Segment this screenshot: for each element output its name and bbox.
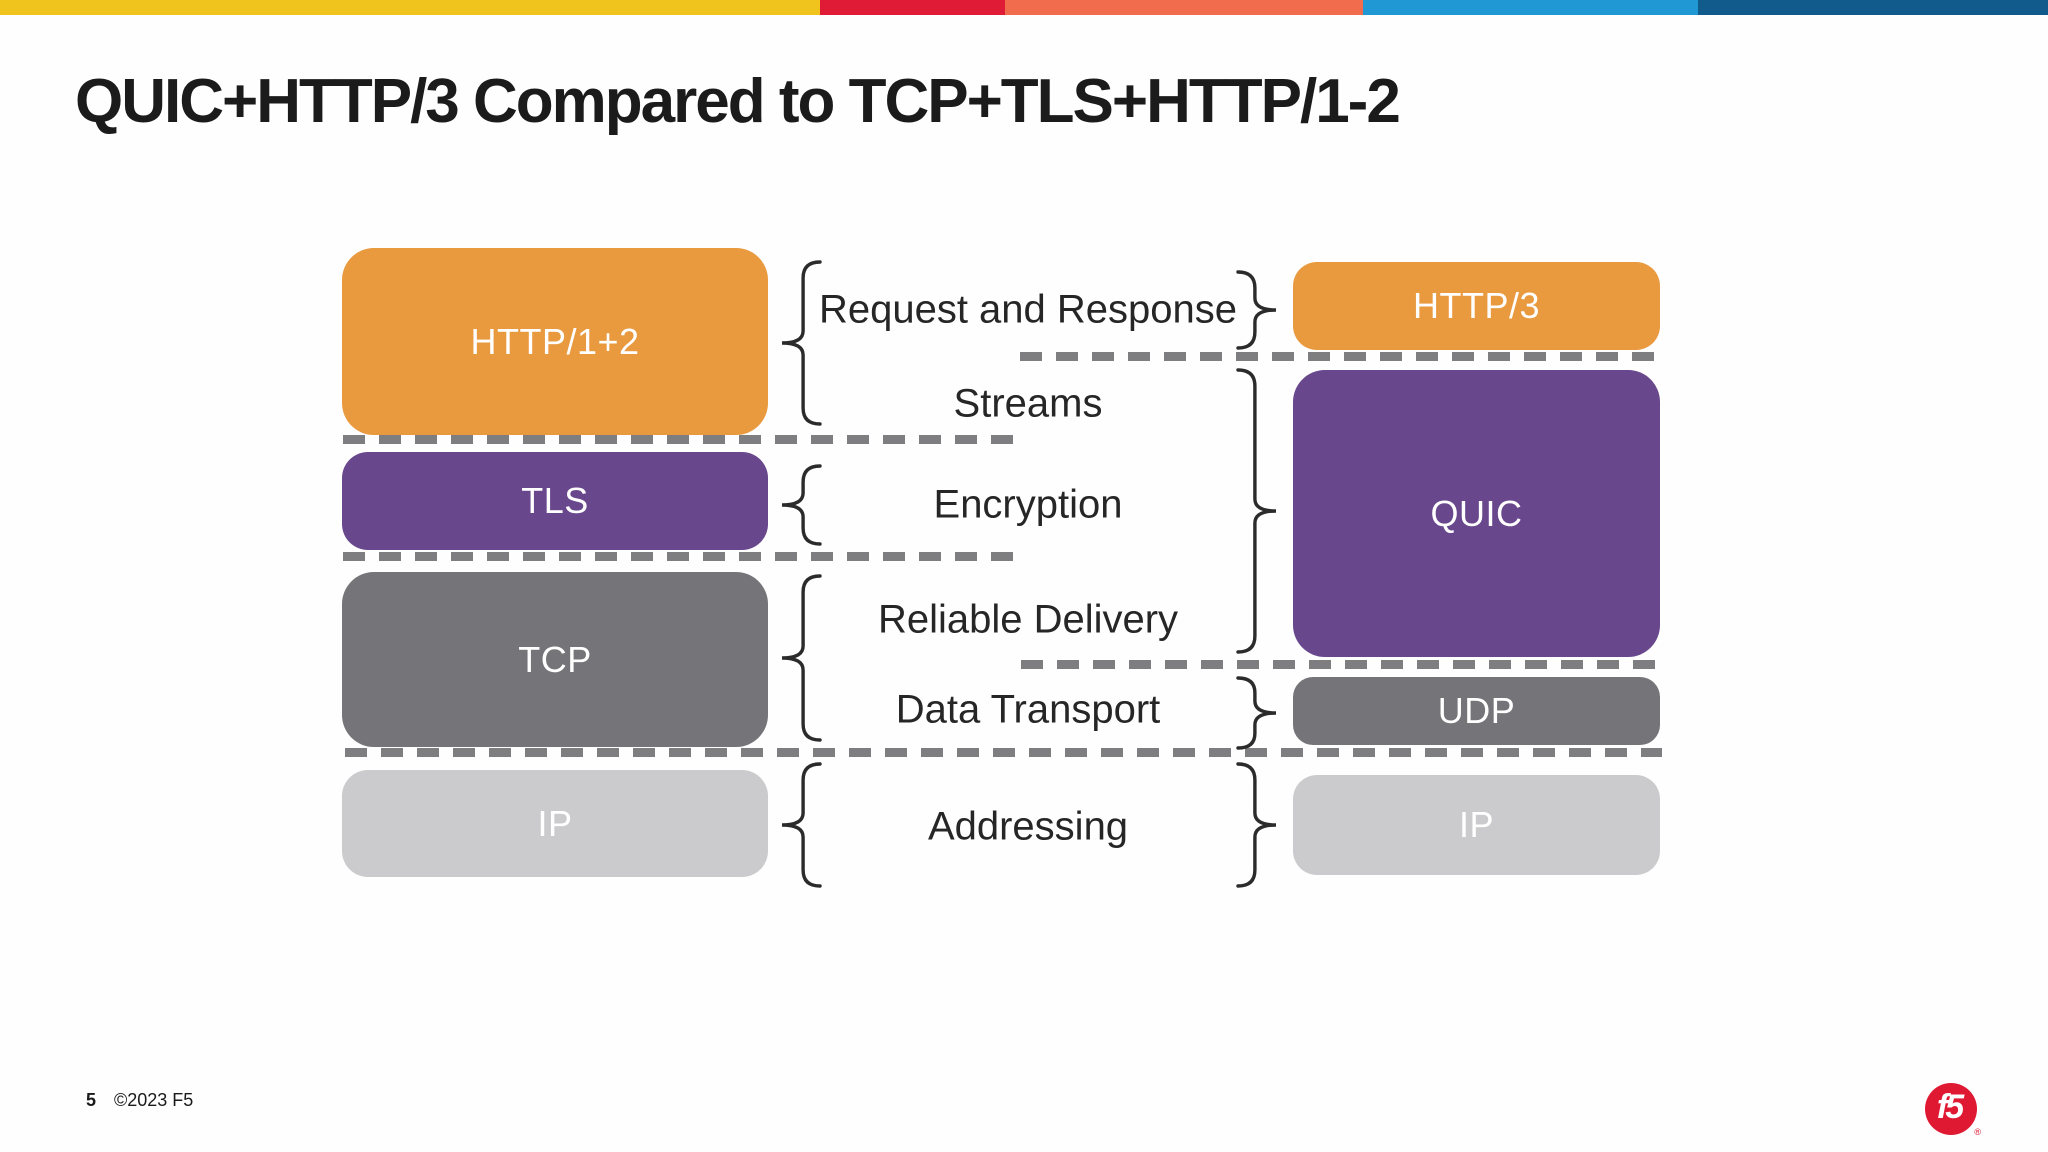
brace-http12-functions bbox=[781, 260, 822, 426]
protocol-box-udp: UDP bbox=[1293, 677, 1660, 745]
brace-udp-data-transport bbox=[1236, 676, 1277, 750]
protocol-box-ip-left: IP bbox=[342, 770, 768, 877]
protocol-box-tls: TLS bbox=[342, 452, 768, 550]
brace-ip-right-addressing bbox=[1236, 762, 1277, 888]
copyright-text: ©2023 F5 bbox=[114, 1090, 194, 1110]
protocol-box-tcp: TCP bbox=[342, 572, 768, 747]
slide-title: QUIC+HTTP/3 Compared to TCP+TLS+HTTP/1-2 bbox=[75, 67, 1401, 136]
protocol-box-http-1-2: HTTP/1+2 bbox=[342, 248, 768, 435]
protocol-box-ip-right: IP bbox=[1293, 775, 1660, 875]
brace-tls-encryption bbox=[781, 464, 822, 546]
function-label-encryption: Encryption bbox=[933, 482, 1123, 527]
brand-bar-segment-red bbox=[820, 0, 1005, 15]
brand-bar-segment-darkblue bbox=[1698, 0, 2048, 15]
registered-trademark-icon: ® bbox=[1974, 1127, 1981, 1137]
brace-ip-left-addressing bbox=[781, 762, 822, 888]
page-number: 5 bbox=[86, 1090, 97, 1110]
protocol-box-http3: HTTP/3 bbox=[1293, 262, 1660, 350]
brand-bar-segment-coral bbox=[1005, 0, 1363, 15]
dashed-divider-right-http3-quic bbox=[1020, 352, 1662, 361]
dashed-divider-left-tls-tcp bbox=[343, 552, 1025, 561]
function-label-data-transport: Data Transport bbox=[895, 687, 1161, 732]
brand-bar-segment-lightblue bbox=[1363, 0, 1698, 15]
brace-tcp-functions bbox=[781, 574, 822, 742]
protocol-box-quic: QUIC bbox=[1293, 370, 1660, 657]
function-label-streams: Streams bbox=[953, 381, 1103, 426]
function-label-request-response: Request and Response bbox=[818, 287, 1238, 332]
brand-bar-segment-yellow bbox=[0, 0, 820, 15]
dashed-divider-right-quic-udp bbox=[1021, 660, 1662, 669]
dashed-divider-left-http-tls bbox=[343, 435, 1015, 444]
brace-quic-functions bbox=[1236, 368, 1277, 654]
brace-http3-request-response bbox=[1236, 270, 1277, 350]
f5-logo-text: f5 bbox=[1936, 1087, 1964, 1126]
dashed-divider-transport-ip bbox=[345, 748, 1662, 757]
function-label-addressing: Addressing bbox=[927, 804, 1129, 849]
f5-logo: f5 ® bbox=[1925, 1083, 1981, 1137]
brand-color-bar bbox=[0, 0, 2048, 15]
function-label-reliable-delivery: Reliable Delivery bbox=[877, 597, 1179, 642]
